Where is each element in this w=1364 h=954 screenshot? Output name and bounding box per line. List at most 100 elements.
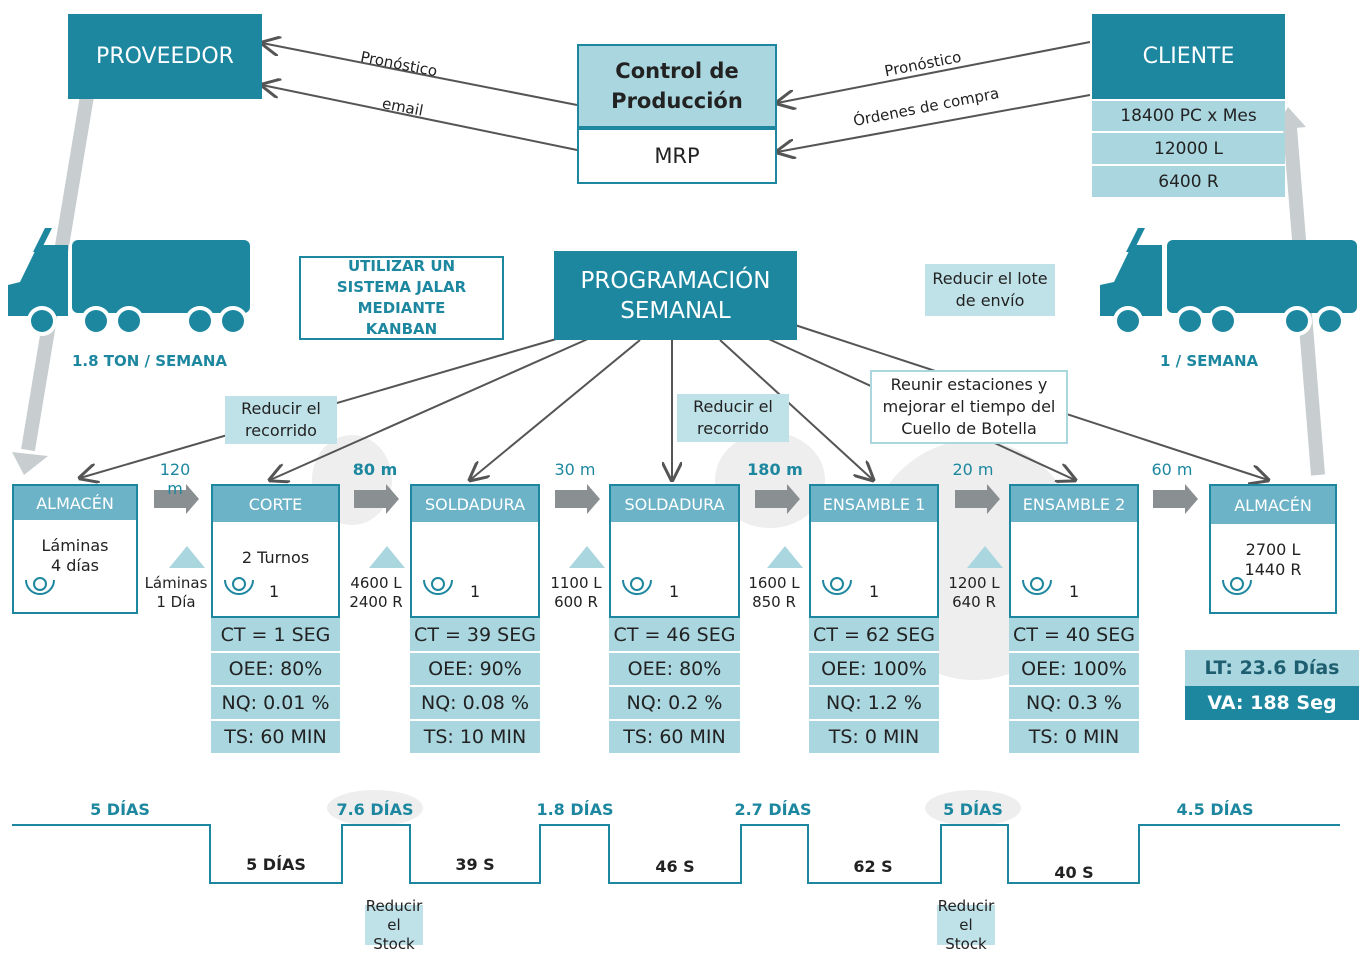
quality: NQ: 0.3 % xyxy=(1009,687,1139,721)
inventory-value: 4600 L xyxy=(350,574,402,592)
inventory-triangle-icon xyxy=(967,546,1003,568)
truck-icon-left xyxy=(8,228,250,336)
oee: OEE: 80% xyxy=(609,653,740,687)
operator-icon xyxy=(622,577,652,595)
reduce-stock-note-2: Reducir el Stock xyxy=(937,896,995,953)
warehouse-out-content: 2700 L 1440 R xyxy=(1211,540,1335,580)
warehouse-in-box: ALMACÉN Láminas 4 días xyxy=(12,484,138,614)
timeline-line xyxy=(12,824,1340,884)
warehouse-out-title: ALMACÉN xyxy=(1211,486,1335,524)
quality: NQ: 0.08 % xyxy=(410,687,540,721)
highlight-circle xyxy=(925,790,1021,826)
quality: NQ: 1.2 % xyxy=(809,687,939,721)
reduce-lot-note: Reducir el lote de envío xyxy=(925,264,1055,316)
inventory-triangle-icon xyxy=(767,546,803,568)
highlight-circle xyxy=(327,790,423,826)
distance-1: 120 m xyxy=(159,460,191,498)
setup-time: TS: 0 MIN xyxy=(809,721,939,755)
timeline-wait-1: 5 DÍAS xyxy=(90,800,150,819)
inventory-value: 600 R xyxy=(554,593,598,611)
mrp-box: MRP xyxy=(577,128,777,184)
process-name: SOLDADURA xyxy=(611,486,738,522)
operator-icon xyxy=(822,577,852,595)
timeline-process-5: 40 S xyxy=(1054,863,1094,882)
lead-time: LT: 23.6 Días xyxy=(1185,650,1359,686)
inventory-value: 1100 L xyxy=(550,574,602,592)
push-arrows xyxy=(154,484,1198,514)
oee: OEE: 100% xyxy=(809,653,939,687)
reduce-route-note-2: Reducir el recorrido xyxy=(677,394,789,442)
warehouse-out-box: ALMACÉN 2700 L 1440 R xyxy=(1209,484,1337,614)
reduce-stock-note-1: Reducir el Stock xyxy=(365,896,423,953)
customer-box: CLIENTE xyxy=(1092,14,1285,99)
bottleneck-note: Reunir estaciones y mejorar el tiempo de… xyxy=(870,370,1068,444)
inventory-value: 1 Día xyxy=(156,593,196,611)
timeline-process-2: 39 S xyxy=(455,855,495,874)
timeline-process-1: 5 DÍAS xyxy=(246,855,306,874)
timeline-wait-3: 1.8 DÍAS xyxy=(536,800,614,819)
inventory-value: 640 R xyxy=(952,593,996,611)
operator-icon xyxy=(224,577,254,595)
warehouse-in-line-1: Láminas xyxy=(41,536,109,555)
reduce-route-note-1: Reducir el recorrido xyxy=(225,396,337,444)
inventory-value: 2400 R xyxy=(349,593,403,611)
process-name: CORTE xyxy=(213,486,338,522)
setup-time: TS: 0 MIN xyxy=(1009,721,1139,755)
quality: NQ: 0.01 % xyxy=(211,687,340,721)
operator-count: 1 xyxy=(470,582,481,601)
inventory-value: 1200 L xyxy=(948,574,1000,592)
customer-demand-r: 6400 R xyxy=(1092,166,1285,197)
process-ensamble-2: ENSAMBLE 2 1 CT = 40 SEG OEE: 100% NQ: 0… xyxy=(1009,484,1139,755)
timeline-wait-2: 7.6 DÍAS xyxy=(336,800,414,819)
inventory-value: Láminas xyxy=(144,574,208,592)
customer-delivery: 1 / SEMANA xyxy=(1160,352,1259,370)
timeline-process-4: 62 S xyxy=(853,857,893,876)
oee: OEE: 100% xyxy=(1009,653,1139,687)
oee: OEE: 80% xyxy=(211,653,340,687)
oee: OEE: 90% xyxy=(410,653,540,687)
distance-3: 30 m xyxy=(554,460,596,479)
warehouse-out-line-2: 1440 R xyxy=(1244,560,1302,579)
distance-2: 80 m xyxy=(352,460,398,479)
operator-count: 1 xyxy=(1069,582,1080,601)
process-soldadura-1: SOLDADURA 1 CT = 39 SEG OEE: 90% NQ: 0.0… xyxy=(410,484,540,755)
setup-time: TS: 60 MIN xyxy=(609,721,740,755)
timeline-wait-6: 4.5 DÍAS xyxy=(1176,800,1254,819)
timeline-wait-5: 5 DÍAS xyxy=(943,800,1003,819)
cycle-time: CT = 46 SEG xyxy=(609,618,740,653)
distance-6: 60 m xyxy=(1151,460,1193,479)
warehouse-in-line-2: 4 días xyxy=(50,556,99,575)
operator-icon xyxy=(25,577,55,595)
operator-icon xyxy=(1022,577,1052,595)
timeline-wait-4: 2.7 DÍAS xyxy=(734,800,812,819)
inventory-value: 850 R xyxy=(752,593,796,611)
value-added-time: VA: 188 Seg xyxy=(1185,686,1359,720)
operator-icon xyxy=(1222,577,1252,595)
distance-4: 180 m xyxy=(747,460,803,479)
inventory-triangle-icon xyxy=(569,546,605,568)
setup-time: TS: 60 MIN xyxy=(211,721,340,755)
kanban-note: UTILIZAR UN SISTEMA JALAR MEDIANTE KANBA… xyxy=(299,256,504,340)
process-name: ENSAMBLE 1 xyxy=(811,486,937,522)
cycle-time: CT = 62 SEG xyxy=(809,618,939,653)
cycle-time: CT = 1 SEG xyxy=(211,618,340,653)
process-corte: CORTE 2 Turnos 1 CT = 1 SEG OEE: 80% NQ:… xyxy=(211,484,340,755)
supplier-box: PROVEEDOR xyxy=(68,14,262,99)
operator-icon xyxy=(423,577,453,595)
cycle-time: CT = 39 SEG xyxy=(410,618,540,653)
process-name: SOLDADURA xyxy=(412,486,538,522)
operator-count: 1 xyxy=(669,582,680,601)
production-control-box: Control de Producción xyxy=(577,44,777,128)
timeline-process-3: 46 S xyxy=(655,857,695,876)
distance-5: 20 m xyxy=(952,460,994,479)
process-ensamble-1: ENSAMBLE 1 1 CT = 62 SEG OEE: 100% NQ: 1… xyxy=(809,484,939,755)
quality: NQ: 0.2 % xyxy=(609,687,740,721)
process-name: ENSAMBLE 2 xyxy=(1011,486,1137,522)
truck-icon-right xyxy=(1100,228,1357,336)
process-soldadura-2: SOLDADURA 1 CT = 46 SEG OEE: 80% NQ: 0.2… xyxy=(609,484,740,755)
